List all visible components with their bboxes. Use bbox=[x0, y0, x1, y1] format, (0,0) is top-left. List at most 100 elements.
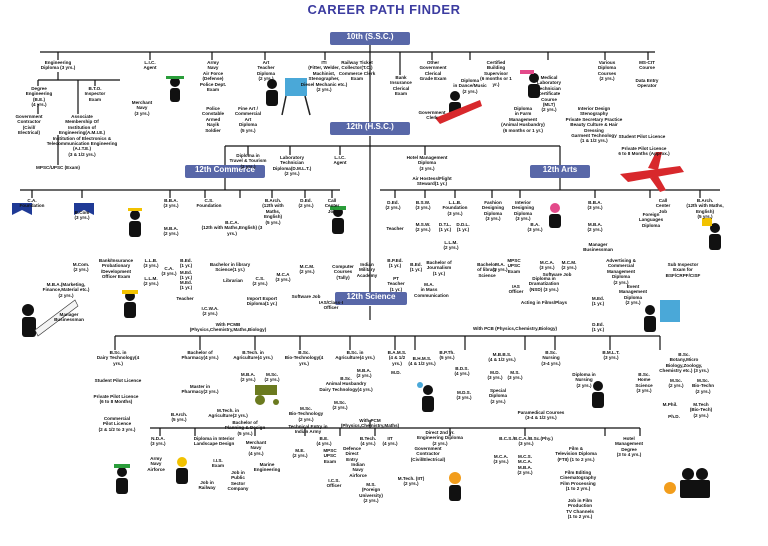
node-police-constable: Police Constable Armed Nayik Soldier bbox=[201, 106, 225, 133]
node-air-hostess: Air Hostess/Flight Steward(1 yr.) bbox=[412, 176, 452, 187]
node-call-center-arts: Call Center Job bbox=[655, 198, 671, 214]
node-interior-designing: Interior Designing Diploma (3 yrs.) bbox=[511, 200, 535, 222]
node-home-science: B.Sc. Home Science (3 yrs.) bbox=[635, 372, 653, 394]
node-llb-arts: L.L.B. Foundation (3 yrs.) bbox=[442, 200, 468, 216]
node-acting: Acting in Films/Plays bbox=[520, 300, 568, 305]
node-dmlt: Laboratory Technician Diploma(D.M.L.T.) … bbox=[272, 155, 312, 177]
node-bsc-agri: B.Sc. in Agriculture(4 yrs.) bbox=[335, 350, 375, 361]
node-ded-arts: D.Ed. (2 yrs.) bbox=[385, 200, 401, 211]
node-mca-arts: M.C.A. (3 yrs.) bbox=[539, 260, 555, 271]
node-med-commerce: M.Ed. (1 yr.) bbox=[179, 280, 193, 291]
node-fine-art: Fine Art / Commercial Art Diploma (5 yrs… bbox=[234, 106, 262, 133]
node-mtech-agri: M.Tech. in Agriculture(2 yrs.) bbox=[208, 408, 248, 419]
node-barch-commerce: B.Arch. (12th with Maths, English) (5 yr… bbox=[262, 198, 284, 225]
node-dairy-tech: B.Sc. in Dairy Technology(4 yrs.) bbox=[96, 350, 140, 366]
guitarist-figure-icon bbox=[435, 91, 482, 124]
node-llb-commerce: L.L.B. (3 yrs.) bbox=[143, 258, 159, 269]
node-degree-engineering: Degree Engineering (B.E.) (4 yrs.) bbox=[25, 86, 53, 108]
node-travel-tourism: Diploma in Travel & Tourism (2 yrs.) bbox=[229, 153, 267, 169]
node-manager-commerce: Manager Businessman bbox=[54, 312, 84, 323]
node-hotel-mgmt-diploma: Hotel Management Diploma (3 yrs.) bbox=[406, 155, 448, 171]
node-animal-husbandry: B.Sc. Animal Husbandry Dairy Technology(… bbox=[319, 376, 373, 392]
node-film-editing: Film Editing Cinematography Film Process… bbox=[559, 470, 597, 492]
mortarboard-icon bbox=[12, 203, 32, 215]
node-engineering-diploma: Engineering Diploma (3 yrs.) bbox=[40, 60, 76, 71]
node-ca-commerce: C.A. (3 yrs.) bbox=[161, 266, 177, 277]
node-fashion-designing: Fashion Designing Diploma (3 yrs.) bbox=[481, 200, 505, 222]
node-lic-agent: L.I.C. Agent bbox=[143, 60, 157, 71]
engineer-figure-icon bbox=[176, 457, 188, 484]
node-mcom: M.Com. (2 yrs.) bbox=[72, 262, 90, 273]
node-barch-arts: B.Arch. (12th with Maths, English) (5 yr… bbox=[686, 198, 724, 220]
node-mca-sci: M.C.A. (3 yrs.) bbox=[493, 454, 509, 465]
node-journalism: Bachelor of Journalism (1 yr.) bbox=[426, 260, 452, 276]
node-railway-tc: Railway Ticket Collector(T.C.) Commerce … bbox=[338, 60, 376, 82]
node-farm-management: Diploma in Farm Management (Animal Husba… bbox=[501, 106, 545, 133]
node-job-film: Job in Film Production TV Channels (1 to… bbox=[566, 498, 594, 520]
tractor-icon bbox=[255, 385, 279, 405]
node-mba-marketing: M.B.A.(Marketing, Finance,Material etc.)… bbox=[42, 282, 90, 298]
node-mba-commerce: M.B.A. (2 yrs.) bbox=[163, 226, 179, 237]
node-msc-botany: M.Sc. (2 yrs.) bbox=[668, 378, 684, 389]
node-mtech-iit: M.Tech. (IIT) (2 yrs.) bbox=[397, 476, 425, 487]
node-ms-foreign: M.S. (Foreign University) (2 yrs.) bbox=[359, 482, 383, 504]
hub-12th-science: 12th Science bbox=[335, 292, 407, 305]
node-md-3: M.D. (3 yrs.) bbox=[487, 370, 503, 381]
node-btech-agri: B.Tech. in Agriculture(4 yrs.) bbox=[233, 350, 273, 361]
node-govt-clerk: Government Clerk bbox=[418, 110, 446, 121]
node-mbbs: M.B.B.S. (4 & 1/2 yrs.) bbox=[488, 352, 516, 363]
node-msc-biotech: M.Sc. Bio-Technology (2 yrs.) bbox=[288, 406, 324, 422]
node-amie: Associate Membership Of Institution of E… bbox=[46, 114, 118, 157]
node-private-pilot-sci: Private Pilot Licence (6 to 8 Months) bbox=[93, 394, 139, 405]
connector-lines bbox=[20, 45, 720, 436]
node-dance-music: Diploma in Dance/Music (2 yrs.) bbox=[453, 78, 487, 94]
node-bpth: B.P.Th. (5 yrs.) bbox=[439, 350, 455, 361]
node-bsc-botany: B.Sc. Botany,Micro Biology,Zoology, Chem… bbox=[659, 352, 709, 374]
node-nda: N.D.A. (3 yrs.) bbox=[150, 436, 166, 447]
node-with-pcb: With PCB (Physics,Chemistry,Biology) bbox=[472, 326, 558, 331]
node-call-center-commerce: Call Center Job bbox=[324, 198, 340, 214]
node-be: B.E. (4 yrs.) bbox=[316, 436, 332, 447]
node-with-pcm: With PCM (Physics,Chemistry,Maths) bbox=[340, 418, 400, 429]
node-ms-3: M.S. (3 yrs.) bbox=[507, 370, 523, 381]
hub-12th-hsc: 12th (H.S.C.) bbox=[330, 122, 410, 135]
node-msc-sci: M.Sc. (2 yrs.) bbox=[264, 372, 280, 383]
graduate-figure-icon bbox=[128, 208, 142, 237]
node-private-pilot: Private Pilot Licence 6 to 8 Months (App… bbox=[618, 146, 670, 157]
policeman-figure-icon bbox=[122, 290, 138, 318]
node-bca: B.C.A. (12th with Maths,English) (3 yrs.… bbox=[201, 220, 263, 236]
mortarboard-icon bbox=[74, 203, 94, 215]
node-nsd: Diploma in Dramatization (NSD) (3 yrs.) bbox=[528, 276, 560, 292]
node-ba: B.A. (3 yrs.) bbox=[527, 222, 543, 233]
node-mcm-commerce: M.C.M. (2 yrs.) bbox=[299, 264, 315, 275]
node-mscit: MS-CIT Course bbox=[639, 60, 655, 71]
node-landscape-design: Diploma in Interior Landscape Design bbox=[193, 436, 235, 447]
sailor-figure-icon bbox=[114, 464, 130, 494]
node-bmlt: B.M.L.T. (3 yrs.) bbox=[602, 350, 620, 361]
node-public-sector: Job in Public Sector Company bbox=[227, 470, 249, 492]
painter-figure-icon bbox=[266, 78, 311, 116]
officer-figure-icon bbox=[330, 206, 346, 234]
node-msc-sci2: M.Sc. (2 yrs.) bbox=[332, 400, 348, 411]
hub-12th-arts: 12th Arts bbox=[530, 165, 590, 178]
node-bsc-nursing: B.Sc. Nursing (3-4 yrs.) bbox=[541, 350, 561, 366]
node-special-diploma: Special Diploma (2 yrs.) bbox=[488, 388, 508, 404]
node-mca-commerce: M.C.A (3 yrs.) bbox=[275, 272, 291, 283]
node-mcs-mca-mba: M.C.S. M.C.A. M.B.A. (2 yrs.) bbox=[517, 454, 533, 476]
node-med2-commerce: M.Ed. (1 yr.) bbox=[179, 270, 193, 281]
node-mlt: Medical Laboratory Technician Certificat… bbox=[537, 75, 561, 113]
node-bba: B.B.A. (3 yrs.) bbox=[163, 198, 179, 209]
node-ias-arts: IAS Officer bbox=[508, 284, 524, 295]
node-iit: IIT (4 yrs.) bbox=[382, 436, 398, 447]
node-art-teacher: Art Teacher Diploma (2 yrs.) bbox=[256, 60, 276, 82]
node-ddl: D.D.L. (1 yr.) bbox=[456, 222, 470, 233]
node-import-export: Import Export Diploma(1 yr.) bbox=[246, 296, 278, 307]
node-marine-engineering: Marine Engineering bbox=[253, 462, 281, 473]
node-mpsc-arts: MPSC UPSC Exam bbox=[507, 258, 521, 274]
node-interior-design: Interior Design Stenography Private Secr… bbox=[565, 106, 623, 144]
airplane-icon bbox=[620, 152, 684, 192]
node-mba-arts: M.B.A. (2 yrs.) bbox=[587, 222, 603, 233]
movie-camera-icon bbox=[664, 468, 710, 498]
node-me: M.E. (2 yrs.) bbox=[292, 448, 308, 459]
node-student-pilot-sci: Student Pilot Licence bbox=[94, 378, 142, 383]
